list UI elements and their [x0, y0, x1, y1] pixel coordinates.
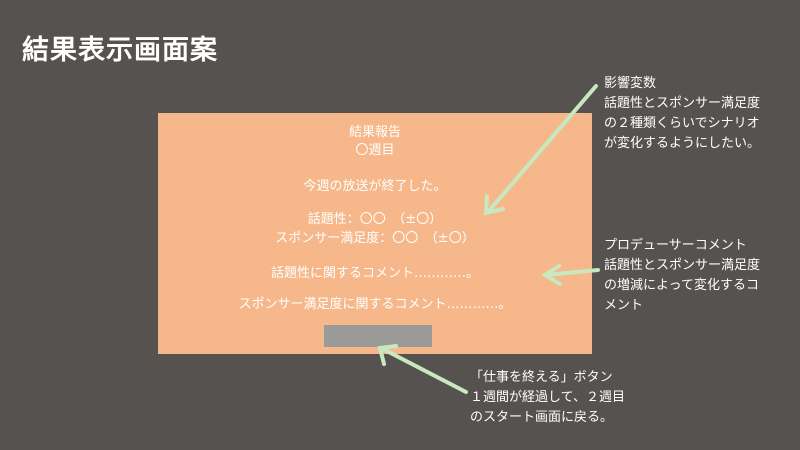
finish-work-button[interactable]	[324, 325, 432, 347]
week-label: 〇週目	[355, 143, 395, 158]
note-influence-variables: 影響変数 話題性とスポンサー満足度 の２種類くらいでシナリオ が変化するようにし…	[604, 76, 761, 151]
result-panel: 結果報告 〇週目 今週の放送が終了した。 話題性：〇〇 （±〇） スポンサー満足…	[158, 113, 592, 354]
sponsor-satisfaction-score: スポンサー満足度：〇〇 （±〇）	[275, 231, 475, 246]
note-finish-button: 「仕事を終える」ボタン １週間が経過して、２週目 のスタート画面に戻る。	[470, 370, 625, 425]
note-producer-comment: プロデューサーコメント 話題性とスポンサー満足度 の増減によって変化するコ メン…	[604, 238, 761, 313]
topicality-comment: 話題性に関するコメント…………。	[270, 266, 479, 281]
arrow-to-button	[379, 346, 468, 394]
broadcast-message: 今週の放送が終了した。	[303, 179, 447, 194]
page-title: 結果表示画面案	[22, 35, 218, 66]
topicality-score: 話題性：〇〇 （±〇）	[307, 212, 443, 227]
result-heading: 結果報告	[348, 125, 401, 140]
sponsor-comment: スポンサー満足度に関するコメント…………。	[238, 297, 512, 312]
